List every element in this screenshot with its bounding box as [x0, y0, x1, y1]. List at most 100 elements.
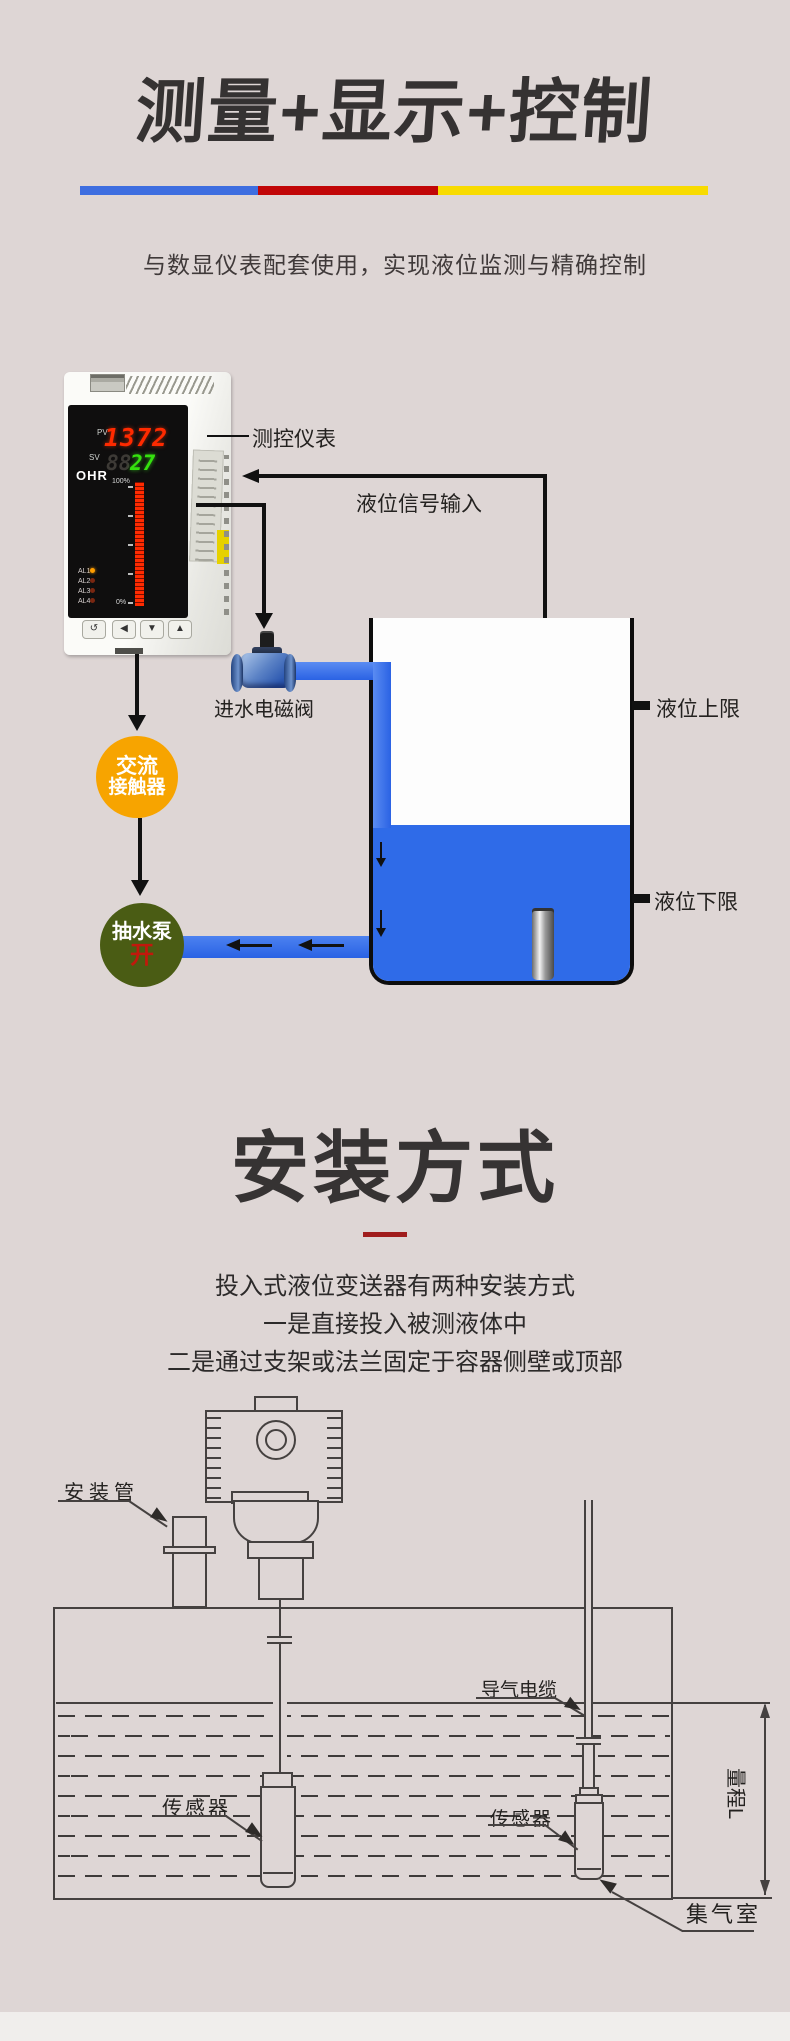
- liquid-dash-row: [58, 1855, 670, 1857]
- left-rod-coupling: [267, 1636, 292, 1644]
- bargraph-ticks: [128, 484, 133, 604]
- liquid-dash-row: [58, 1735, 670, 1737]
- section2-title: 安装方式: [230, 1124, 559, 1212]
- range-dimension-line: [764, 1705, 766, 1895]
- liquid-dash-row: [58, 1835, 670, 1837]
- page-title: 测量+显示+控制: [132, 73, 657, 151]
- bargraph: [135, 482, 144, 606]
- mount-pipe-label: 安装管: [64, 1482, 139, 1504]
- level-sensor: [532, 908, 554, 980]
- air-cable-label: 导气电缆: [481, 1680, 558, 1701]
- contactor-line2: 接触器: [108, 777, 166, 799]
- alarm-led-3: [90, 588, 95, 593]
- signal-line-horizontal: [256, 474, 547, 478]
- alarm-label-1: AL1: [78, 568, 91, 575]
- gas-chamber-leader-h: [682, 1930, 754, 1932]
- right-pipe: [582, 1743, 595, 1789]
- valve-label: 进水电磁阀: [214, 699, 314, 721]
- mount-pipe-arrowhead: [150, 1507, 171, 1527]
- sensor-left-leader-h: [155, 1815, 227, 1817]
- pump-node: 抽水泵 开: [100, 903, 184, 987]
- alarm-led-2: [90, 578, 95, 583]
- lower-limit-tick: [632, 894, 650, 903]
- install-desc-line2: 一是直接投入被测液体中: [263, 1311, 527, 1338]
- range-arrow-up: [760, 1703, 770, 1718]
- meter-up-button[interactable]: ▲: [168, 620, 192, 639]
- pv-value: 1372: [104, 423, 169, 452]
- mount-pipe-leader-h: [58, 1500, 130, 1502]
- valve-line-vertical: [262, 503, 266, 615]
- pump-arrow-shaft: [138, 818, 142, 882]
- meter-top-vents: [126, 376, 214, 394]
- mounting-flange: [163, 1546, 216, 1554]
- flow-arrow1-head: [376, 858, 386, 867]
- transmitter-stem-block: [258, 1557, 304, 1600]
- inlet-valve: [228, 630, 300, 694]
- meter-device: PV 1372 SV 88 27 OHR 100% 0% AL1 AL2 AL3…: [64, 372, 231, 655]
- liquid-dash-row: [58, 1715, 670, 1717]
- page-subtitle: 与数显仪表配套使用，实现液位监测与精确控制: [143, 252, 647, 278]
- contactor-arrowhead: [128, 715, 146, 731]
- contactor-line1: 交流: [116, 755, 158, 778]
- right-sensor-body: [574, 1802, 604, 1880]
- install-desc-line1: 投入式液位变送器有两种安装方式: [215, 1273, 575, 1300]
- flow-arrow1-shaft: [380, 842, 382, 858]
- valve-line-horizontal: [196, 503, 266, 507]
- tricolor-bar-blue: [80, 186, 258, 195]
- right-cable: [584, 1500, 593, 1743]
- alarm-label-3: AL3: [78, 588, 91, 595]
- signal-arrowhead: [242, 469, 259, 483]
- air-cable-leader-h: [476, 1697, 556, 1699]
- footer-strip: [0, 2012, 790, 2041]
- meter-side-vents: [224, 455, 229, 615]
- drawing-tank: [53, 1607, 673, 1900]
- lower-limit-label: 液位下限: [654, 891, 738, 914]
- outlet-arrow1-head: [298, 939, 312, 951]
- pump-state: 开: [130, 941, 154, 969]
- outlet-arrow1-shaft: [311, 944, 344, 947]
- inlet-pipe-vertical: [373, 662, 391, 828]
- bargraph-bottom-label: 0%: [116, 599, 127, 606]
- upper-limit-label: 液位上限: [656, 698, 740, 721]
- signal-label: 液位信号输入: [356, 493, 482, 516]
- contactor-node: 交流 接触器: [96, 736, 178, 818]
- gas-chamber-label: 集气室: [686, 1902, 762, 1927]
- meter-left-button[interactable]: ◀: [112, 620, 136, 639]
- outlet-pipe: [178, 936, 372, 958]
- meter-top-connector: [90, 374, 125, 392]
- contactor-arrow-shaft: [135, 654, 139, 717]
- left-sensor-body: [260, 1786, 296, 1888]
- flow-arrow2-head: [376, 928, 386, 937]
- valve-arrowhead: [255, 613, 273, 629]
- tank-liquid: [373, 825, 630, 981]
- section2-underline: [363, 1232, 407, 1237]
- tank: [369, 618, 634, 985]
- alarm-label-4: AL4: [78, 598, 91, 605]
- sensor-right-label: 传感器: [490, 1809, 554, 1830]
- valve-bonnet: [252, 647, 282, 657]
- brand-logo: OHR: [76, 468, 108, 483]
- tricolor-bar-red: [258, 186, 438, 195]
- valve-body: [240, 653, 292, 688]
- liquid-surface-line: [56, 1702, 770, 1704]
- liquid-dash-row: [58, 1775, 670, 1777]
- meter-loop-button[interactable]: ↺: [82, 620, 106, 639]
- meter-down-button[interactable]: ▼: [140, 620, 164, 639]
- transmitter-rib-right: [327, 1414, 341, 1499]
- upper-limit-tick: [632, 701, 650, 710]
- valve-flange-right: [284, 654, 296, 692]
- pump-label: 抽水泵: [112, 920, 172, 943]
- transmitter-pot: [233, 1500, 319, 1544]
- tank-bottom-extension: [673, 1897, 772, 1899]
- sv-value: 27: [130, 451, 156, 475]
- liquid-dash-row: [58, 1875, 670, 1877]
- transmitter-sight-glass-inner: [265, 1429, 287, 1451]
- alarm-led-1: [90, 568, 95, 573]
- valve-knob: [260, 633, 274, 649]
- alarm-led-4: [90, 598, 95, 603]
- pv-label: PV: [97, 428, 108, 437]
- sv-label: SV: [89, 453, 100, 462]
- sensor-right-leader-h: [488, 1824, 546, 1826]
- bargraph-top-label: 100%: [112, 478, 130, 485]
